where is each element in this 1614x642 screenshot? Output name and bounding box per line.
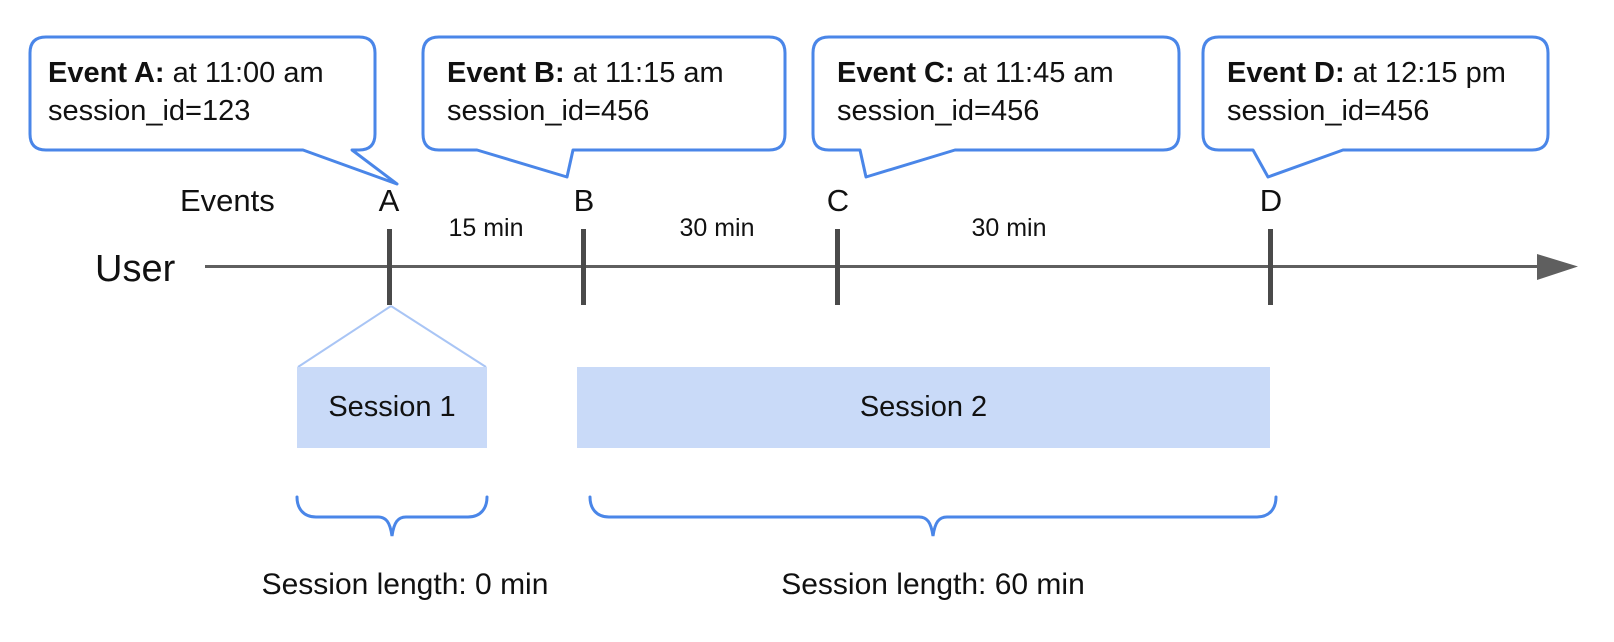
interval-label-b-c: 30 min (679, 214, 755, 242)
session-2-length-label: Session length: 60 min (781, 568, 1085, 601)
callout-bubble-event-b (421, 35, 787, 179)
callout-bubble-event-a (28, 35, 399, 186)
bubble-text-event-a: Event A: at 11:00 am session_id=123 (48, 54, 324, 130)
timeline-arrowhead (1537, 254, 1578, 280)
bubble-event-c-title: Event C: (837, 57, 955, 89)
session-1-brace (295, 495, 489, 537)
session-2-brace (588, 495, 1278, 537)
bubble-event-b-line1: Event B: at 11:15 am (447, 54, 724, 92)
bubble-event-b-session: session_id=456 (447, 95, 650, 127)
bubble-event-a-session: session_id=123 (48, 95, 251, 127)
bubble-event-b-title: Event B: (447, 57, 565, 89)
session-1-funnel-left-line (297, 305, 392, 368)
bubble-event-d-title: Event D: (1227, 57, 1345, 89)
event-letter-c: C (826, 183, 850, 218)
bubble-text-event-c: Event C: at 11:45 am session_id=456 (837, 54, 1114, 130)
interval-label-a-b: 15 min (448, 214, 524, 242)
session-1-bar: Session 1 (297, 367, 487, 448)
session-1-label: Session 1 (328, 391, 456, 423)
interval-label-c-d: 30 min (971, 214, 1047, 242)
callout-bubble-event-d (1201, 35, 1550, 179)
bubble-event-b-time: at 11:15 am (564, 57, 724, 89)
event-tick-c (835, 229, 840, 305)
bubble-event-a-time: at 11:00 am (164, 57, 324, 89)
bubble-event-a-line1: Event A: at 11:00 am (48, 54, 324, 92)
event-letter-a: A (378, 183, 400, 218)
bubble-event-a-title: Event A: (48, 57, 165, 89)
event-letter-d: D (1259, 183, 1283, 218)
bubble-text-event-b: Event B: at 11:15 am session_id=456 (447, 54, 724, 130)
session-1-funnel-right-line (390, 305, 487, 368)
bubble-event-d-line1: Event D: at 12:15 pm (1227, 54, 1506, 92)
event-tick-d (1268, 229, 1273, 305)
bubble-event-d-time: at 12:15 pm (1344, 57, 1506, 89)
user-row-label: User (95, 248, 176, 290)
event-tick-b (581, 229, 586, 305)
bubble-event-c-line1: Event C: at 11:45 am (837, 54, 1114, 92)
callout-bubble-event-c (811, 35, 1181, 179)
bubble-text-event-d: Event D: at 12:15 pm session_id=456 (1227, 54, 1506, 130)
session-1-length-label: Session length: 0 min (261, 568, 549, 601)
bubble-event-c-time: at 11:45 am (954, 57, 1114, 89)
bubble-event-c-session: session_id=456 (837, 95, 1040, 127)
event-tick-a (387, 229, 392, 305)
bubble-event-d-session: session_id=456 (1227, 95, 1430, 127)
session-2-bar: Session 2 (577, 367, 1270, 448)
session-2-label: Session 2 (859, 391, 988, 423)
events-row-label: Events (180, 183, 275, 218)
event-letter-b: B (573, 183, 595, 218)
